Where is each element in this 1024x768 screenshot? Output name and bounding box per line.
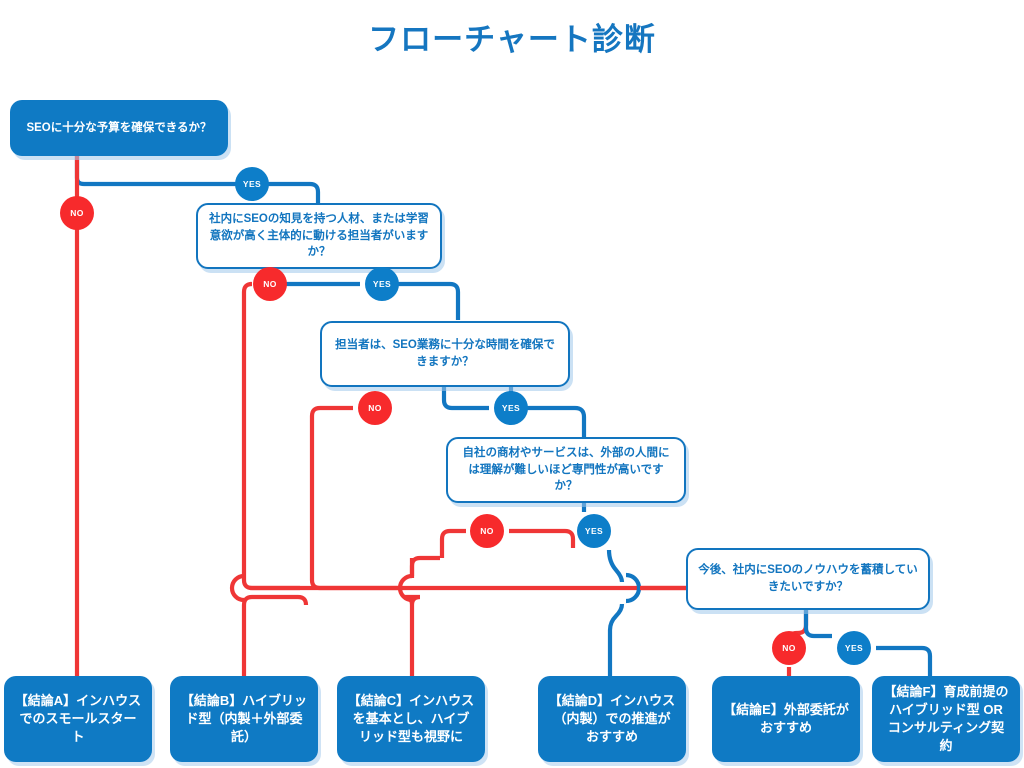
edge-q3-no-enter bbox=[409, 555, 440, 578]
badge-yes-q5: YES bbox=[837, 631, 871, 665]
badge-no-q4: NO bbox=[470, 514, 504, 548]
edge-q3-yes-stub bbox=[441, 387, 489, 411]
node-q5-label: 今後、社内にSEOのノウハウを蓄積していきたいですか？ bbox=[698, 564, 918, 593]
node-q5[interactable]: 今後、社内にSEOのノウハウを蓄積していきたいですか？ bbox=[686, 548, 930, 610]
badge-yes-q4-label: YES bbox=[584, 526, 604, 536]
edge-q4-yes-down bbox=[606, 549, 625, 583]
node-result-e-label: 【結論E】外部委託がおすすめ bbox=[723, 701, 849, 735]
node-result-c[interactable]: 【結論C】インハウスを基本とし、ハイブリッド型も視野に bbox=[337, 676, 485, 762]
edge-q2-no-tail bbox=[241, 594, 309, 676]
badge-yes-q5-label: YES bbox=[844, 643, 864, 653]
badge-no-q4-label: NO bbox=[480, 526, 494, 536]
node-result-f-label: 【結論F】育成前提のハイブリッド型 OR コンサルティング契約 bbox=[883, 683, 1009, 754]
badge-yes-q3: YES bbox=[494, 391, 528, 425]
badge-yes-q4: YES bbox=[577, 514, 611, 548]
node-q2-label: 社内にSEOの知見を持つ人材、または学習意欲が高く主体的に動ける担当者がいますか… bbox=[209, 213, 429, 259]
node-result-a-label: 【結論A】インハウスでのスモールスタート bbox=[14, 692, 142, 745]
edge-q2-no bbox=[241, 281, 300, 591]
node-q3-label: 担当者は、SEO業務に十分な時間を確保できますか？ bbox=[335, 339, 555, 368]
edge-q5-yes bbox=[803, 610, 832, 639]
badge-no-q5-label: NO bbox=[782, 643, 796, 653]
node-result-c-label: 【結論C】インハウスを基本とし、ハイブリッド型も視野に bbox=[347, 692, 475, 745]
page-title: フローチャート診断 bbox=[368, 22, 656, 57]
node-result-a[interactable]: 【結論A】インハウスでのスモールスタート bbox=[4, 676, 152, 762]
node-q4-label: 自社の商材やサービスは、外部の人間には理解が難しいほど専門性が高いですか？ bbox=[462, 447, 670, 493]
badge-yes-q1-label: YES bbox=[242, 179, 262, 189]
jump-c-col bbox=[397, 573, 413, 603]
edge-q4-yes-jump bbox=[625, 572, 642, 604]
badge-no-q2: NO bbox=[253, 267, 287, 301]
node-q3[interactable]: 担当者は、SEO業務に十分な時間を確保できますか？ bbox=[320, 321, 570, 387]
badge-no-q3: NO bbox=[358, 391, 392, 425]
badge-no-q1-label: NO bbox=[70, 208, 84, 218]
badge-yes-q2-label: YES bbox=[372, 279, 392, 289]
node-result-d-label: 【結論D】インハウス（内製）での推進がおすすめ bbox=[548, 692, 676, 745]
badge-no-q5: NO bbox=[772, 631, 806, 665]
node-result-b-label: 【結論B】ハイブリッド型（内製＋外部委託） bbox=[180, 692, 308, 745]
badge-yes-q3-label: YES bbox=[501, 403, 521, 413]
node-result-f[interactable]: 【結論F】育成前提のハイブリッド型 OR コンサルティング契約 bbox=[872, 676, 1020, 762]
node-result-e[interactable]: 【結論E】外部委託がおすすめ bbox=[712, 676, 860, 762]
edge-q3-no bbox=[309, 405, 400, 591]
edge-q1-yes bbox=[74, 155, 321, 206]
badge-no-q1: NO bbox=[60, 196, 94, 230]
node-result-d[interactable]: 【結論D】インハウス（内製）での推進がおすすめ bbox=[538, 676, 686, 762]
node-q2[interactable]: 社内にSEOの知見を持つ人材、または学習意欲が高く主体的に動ける担当者がいますか… bbox=[196, 203, 442, 269]
badge-yes-q2: YES bbox=[365, 267, 399, 301]
node-q1-label: SEOに十分な予算を確保できるか？ bbox=[26, 121, 212, 134]
edge-q4-no-right bbox=[509, 528, 576, 548]
edge-q5-yes-tail bbox=[876, 645, 933, 676]
jump-b-col bbox=[229, 573, 245, 603]
edge-q4-no bbox=[439, 528, 466, 558]
badge-yes-q1: YES bbox=[235, 167, 269, 201]
node-result-b[interactable]: 【結論B】ハイブリッド型（内製＋外部委託） bbox=[170, 676, 318, 762]
badge-no-q3-label: NO bbox=[368, 403, 382, 413]
node-q4[interactable]: 自社の商材やサービスは、外部の人間には理解が難しいほど専門性が高いですか？ bbox=[446, 437, 686, 503]
badge-no-q2-label: NO bbox=[263, 279, 277, 289]
edge-q4-yes-tail bbox=[607, 603, 625, 676]
edge-q3-no-tail bbox=[403, 594, 421, 676]
node-q1[interactable]: SEOに十分な予算を確保できるか？ bbox=[10, 100, 228, 156]
